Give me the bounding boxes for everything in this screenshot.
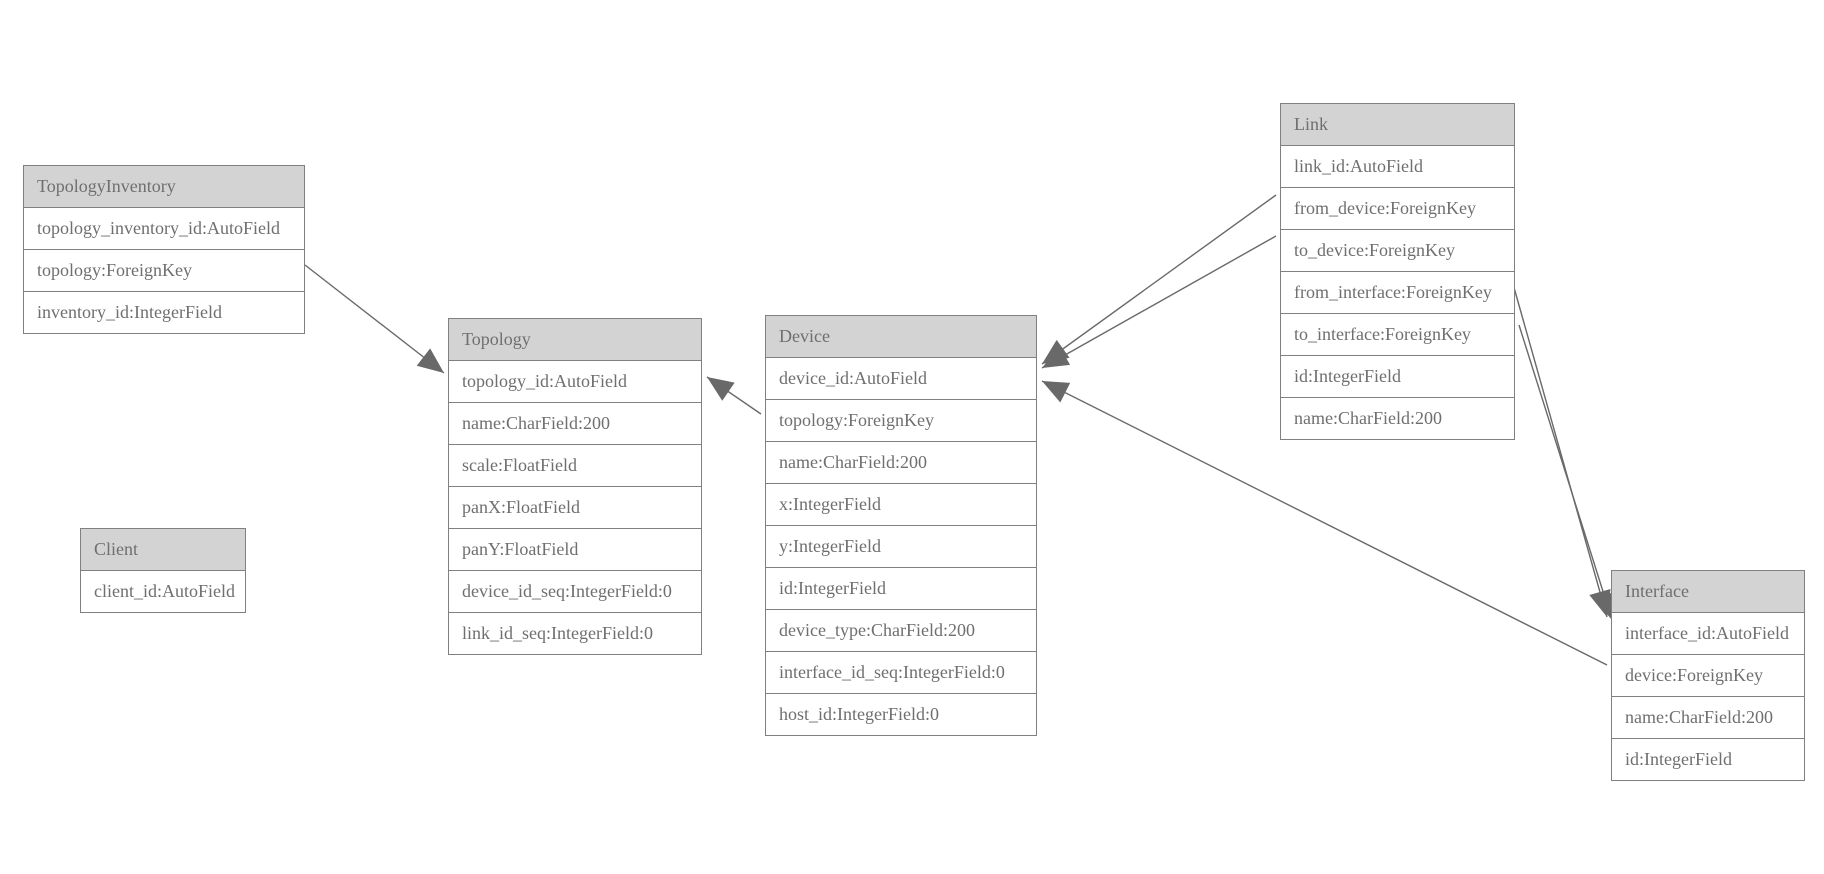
relationship-link-to-interface xyxy=(1518,324,1615,621)
relationship-line xyxy=(304,264,445,374)
entity-field: name:CharField:200 xyxy=(766,442,1036,484)
entity-field: from_interface:ForeignKey xyxy=(1281,272,1514,314)
entity-field: device_id:AutoField xyxy=(766,358,1036,400)
entity-field: name:CharField:200 xyxy=(1612,697,1804,739)
entity-title-topologyinventory: TopologyInventory xyxy=(24,166,304,208)
entity-field: scale:FloatField xyxy=(449,445,701,487)
relationship-line xyxy=(1512,283,1608,618)
entity-field: device_type:CharField:200 xyxy=(766,610,1036,652)
relationship-arrowhead xyxy=(1042,381,1071,403)
relationship-device-topology xyxy=(706,376,762,415)
entity-field: inventory_id:IntegerField xyxy=(24,292,304,333)
entity-field: from_device:ForeignKey xyxy=(1281,188,1514,230)
relationship-link-from-device xyxy=(1041,194,1277,365)
entity-title-topology: Topology xyxy=(449,319,701,361)
entity-field: name:CharField:200 xyxy=(1281,398,1514,439)
entity-field: client_id:AutoField xyxy=(81,571,245,612)
entity-field: panY:FloatField xyxy=(449,529,701,571)
entity-field: device:ForeignKey xyxy=(1612,655,1804,697)
entity-field: topology_id:AutoField xyxy=(449,361,701,403)
entity-title-client: Client xyxy=(81,529,245,571)
relationship-link-to-device xyxy=(1041,235,1277,369)
entity-title-interface: Interface xyxy=(1612,571,1804,613)
entity-field: topology:ForeignKey xyxy=(766,400,1036,442)
entity-field: device_id_seq:IntegerField:0 xyxy=(449,571,701,613)
entity-field: x:IntegerField xyxy=(766,484,1036,526)
entity-field: host_id:IntegerField:0 xyxy=(766,694,1036,735)
relationship-arrowhead xyxy=(1042,345,1071,368)
entity-title-link: Link xyxy=(1281,104,1514,146)
entity-field: id:IntegerField xyxy=(1612,739,1804,780)
relationship-link-from-interface xyxy=(1512,283,1611,618)
relationship-arrowhead xyxy=(1042,339,1070,364)
relationship-line xyxy=(1518,324,1613,621)
relationship-line xyxy=(706,376,762,415)
entity-field: id:IntegerField xyxy=(766,568,1036,610)
entity-field: topology:ForeignKey xyxy=(24,250,304,292)
entity-field: id:IntegerField xyxy=(1281,356,1514,398)
entity-field: interface_id_seq:IntegerField:0 xyxy=(766,652,1036,694)
entity-field: y:IntegerField xyxy=(766,526,1036,568)
entity-field: link_id:AutoField xyxy=(1281,146,1514,188)
entity-field: name:CharField:200 xyxy=(449,403,701,445)
relationship-line xyxy=(1041,235,1277,369)
relationship-line xyxy=(1041,194,1277,365)
entity-field: interface_id:AutoField xyxy=(1612,613,1804,655)
entity-field: topology_inventory_id:AutoField xyxy=(24,208,304,250)
relationship-topologyinventory-topology xyxy=(304,264,445,374)
entity-field: to_device:ForeignKey xyxy=(1281,230,1514,272)
relationship-arrowhead xyxy=(707,377,735,401)
relationship-arrowhead xyxy=(416,348,444,373)
entity-field: to_interface:ForeignKey xyxy=(1281,314,1514,356)
entity-field: panX:FloatField xyxy=(449,487,701,529)
entity-title-device: Device xyxy=(766,316,1036,358)
entity-field: link_id_seq:IntegerField:0 xyxy=(449,613,701,654)
